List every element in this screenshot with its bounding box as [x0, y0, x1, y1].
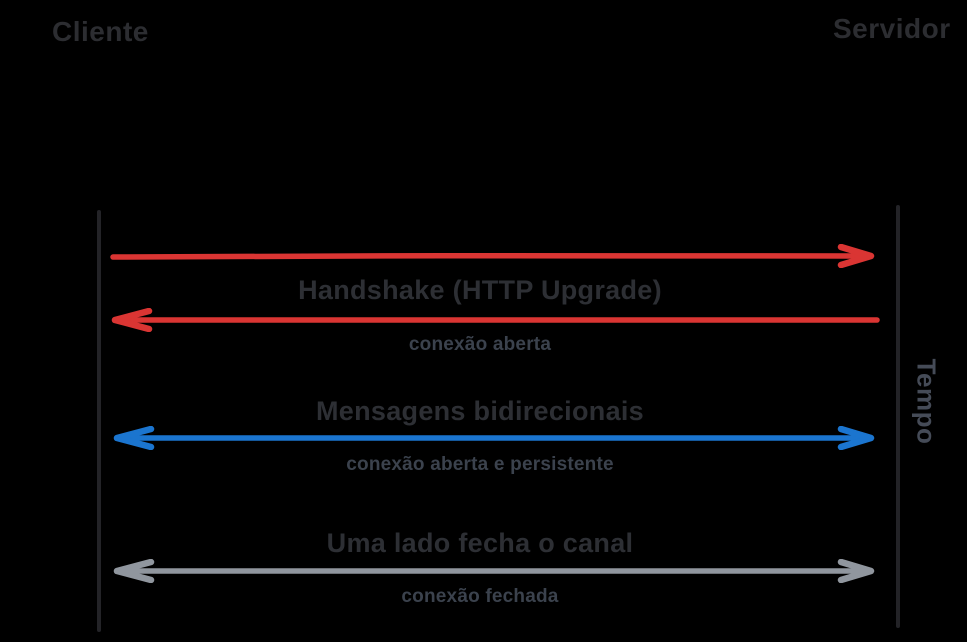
arrow-head-left — [113, 426, 155, 450]
handshake-request-arrow-icon — [105, 244, 895, 268]
arrow-head-right — [837, 244, 875, 268]
close-channel-arrow-icon — [105, 559, 895, 583]
bidirectional-messages-arrow-icon — [105, 426, 895, 450]
handshake-response-arrow-icon — [105, 308, 895, 332]
arrow-shaft — [120, 567, 870, 575]
arrow-shaft — [110, 252, 862, 260]
step-note-closed: conexão fechada — [401, 586, 559, 607]
step-title-close: Uma lado fecha o canal — [326, 528, 634, 558]
time-axis-label: Tempo — [911, 358, 942, 445]
step-note-open: conexão aberta — [408, 334, 552, 355]
arrow-head-left — [113, 559, 155, 583]
client-lifeline — [97, 210, 101, 632]
arrow-shaft — [120, 434, 870, 442]
arrow-head-right — [837, 559, 875, 583]
server-lifeline — [896, 205, 900, 628]
step-title-messages: Mensagens bidirecionais — [316, 396, 644, 426]
step-title-handshake: Handshake (HTTP Upgrade) — [298, 275, 662, 305]
actor-label-client: Cliente — [52, 16, 149, 47]
arrow-head-right — [837, 426, 875, 450]
step-note-persistent: conexão aberta e persistente — [346, 454, 614, 475]
actor-label-server: Servidor — [833, 13, 951, 44]
arrow-head-left — [111, 308, 153, 332]
